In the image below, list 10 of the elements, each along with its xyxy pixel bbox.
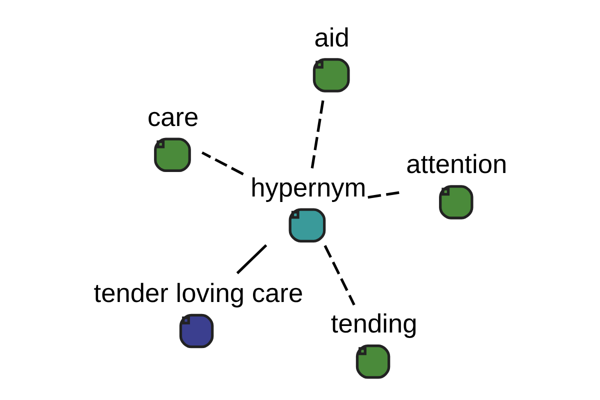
node-label: aid bbox=[314, 22, 350, 52]
node-label: hypernym bbox=[250, 172, 366, 202]
connector bbox=[324, 245, 356, 306]
connector bbox=[236, 244, 268, 274]
connector bbox=[202, 151, 244, 176]
node-label: tender loving care bbox=[94, 278, 304, 308]
node-label: care bbox=[147, 102, 199, 132]
node-label: tending bbox=[330, 308, 418, 339]
node-label: attention bbox=[406, 149, 508, 180]
connector bbox=[368, 191, 400, 199]
